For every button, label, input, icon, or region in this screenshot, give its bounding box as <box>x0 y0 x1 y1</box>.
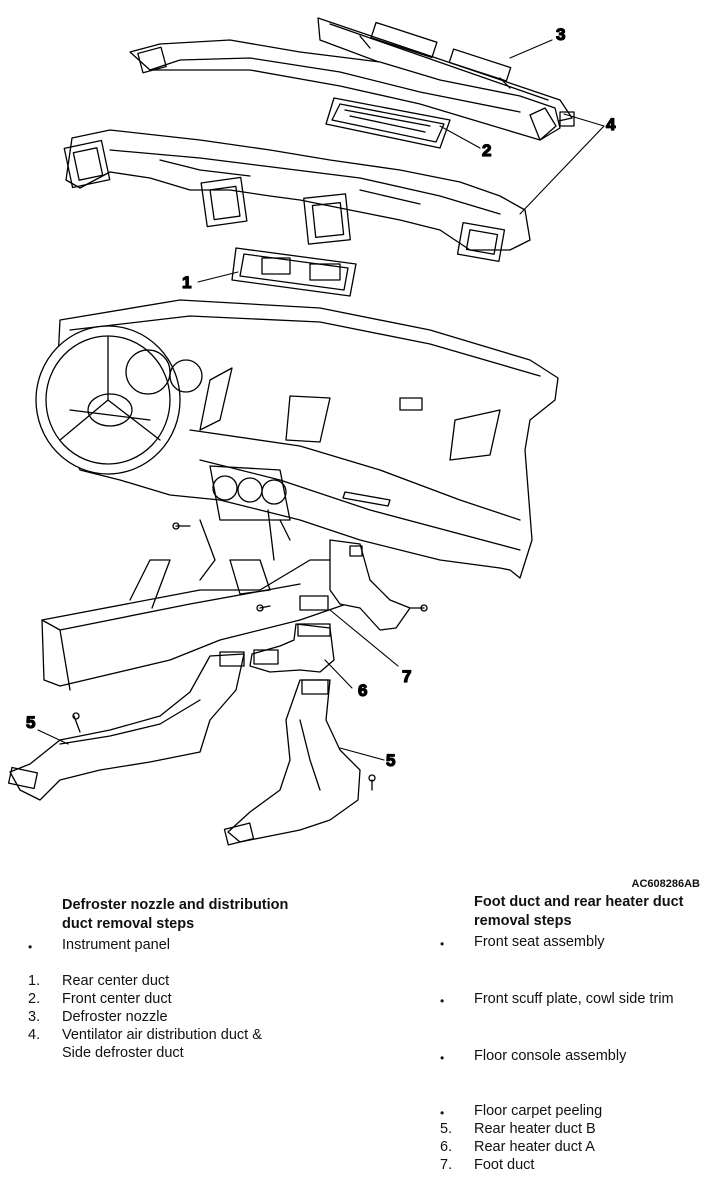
right-steps-heading: Foot duct and rear heater duct removal s… <box>474 894 684 929</box>
instrument-panel <box>35 299 559 579</box>
right-steps-panel: Foot duct and rear heater duct removal s… <box>440 893 710 1178</box>
step-label: Front seat assembly <box>474 934 605 950</box>
step-number: 2. <box>28 991 41 1007</box>
bullet-icon: • <box>440 994 445 1008</box>
bullet-icon: • <box>440 937 445 951</box>
step-label: Floor console assembly <box>474 1048 627 1064</box>
callout-6: 6 <box>358 681 367 700</box>
foot-duct <box>299 539 411 631</box>
step-number: 6. <box>440 1139 453 1155</box>
step-label: Front center duct <box>62 991 172 1007</box>
bullet-icon: • <box>440 1106 445 1120</box>
callout-5-right: 5 <box>386 751 395 770</box>
callout-7: 7 <box>402 667 411 686</box>
step-number: 5. <box>440 1121 453 1137</box>
step-label: Foot duct <box>474 1157 535 1173</box>
callout-5-left: 5 <box>26 713 35 732</box>
step-label: Floor carpet peeling <box>474 1103 603 1119</box>
callout-4: 4 <box>606 115 616 134</box>
rear-heater-duct-a <box>249 623 335 673</box>
bullet-icon: • <box>28 940 33 954</box>
exploded-duct-diagram: 1 3 2 4 5 5 6 7 <box>7 17 617 846</box>
step-label: Side defroster duct <box>62 1045 184 1061</box>
ventilator-air-distribution-duct <box>63 129 531 263</box>
step-label: Ventilator air distribution duct & <box>62 1027 262 1043</box>
step-label: Rear heater duct A <box>474 1139 595 1155</box>
left-steps-heading: Defroster nozzle and distribution duct r… <box>62 897 289 932</box>
side-defroster-duct <box>129 39 575 141</box>
leader-lines <box>37 39 605 761</box>
floor-console <box>41 509 428 691</box>
rear-center-duct <box>231 247 357 297</box>
rear-heater-duct-b-right <box>223 679 376 846</box>
rear-heater-duct-b-left <box>7 651 245 801</box>
step-label: Rear heater duct B <box>474 1121 596 1137</box>
callout-1: 1 <box>182 273 191 292</box>
step-label: Instrument panel <box>62 937 171 953</box>
bullet-icon: • <box>440 1051 445 1065</box>
step-label: Front scuff plate, cowl side trim <box>474 991 674 1007</box>
callout-3: 3 <box>556 25 565 44</box>
left-steps-panel: Defroster nozzle and distribution duct r… <box>28 896 358 1066</box>
figure-code: AC608286AB <box>631 878 700 890</box>
step-number: 3. <box>28 1009 41 1025</box>
step-number: 4. <box>28 1027 41 1043</box>
step-label: Defroster nozzle <box>62 1009 168 1025</box>
front-center-duct <box>325 97 451 149</box>
callout-2: 2 <box>482 141 491 160</box>
step-label: Rear center duct <box>62 973 170 989</box>
step-number: 7. <box>440 1157 453 1173</box>
step-number: 1. <box>28 973 41 989</box>
